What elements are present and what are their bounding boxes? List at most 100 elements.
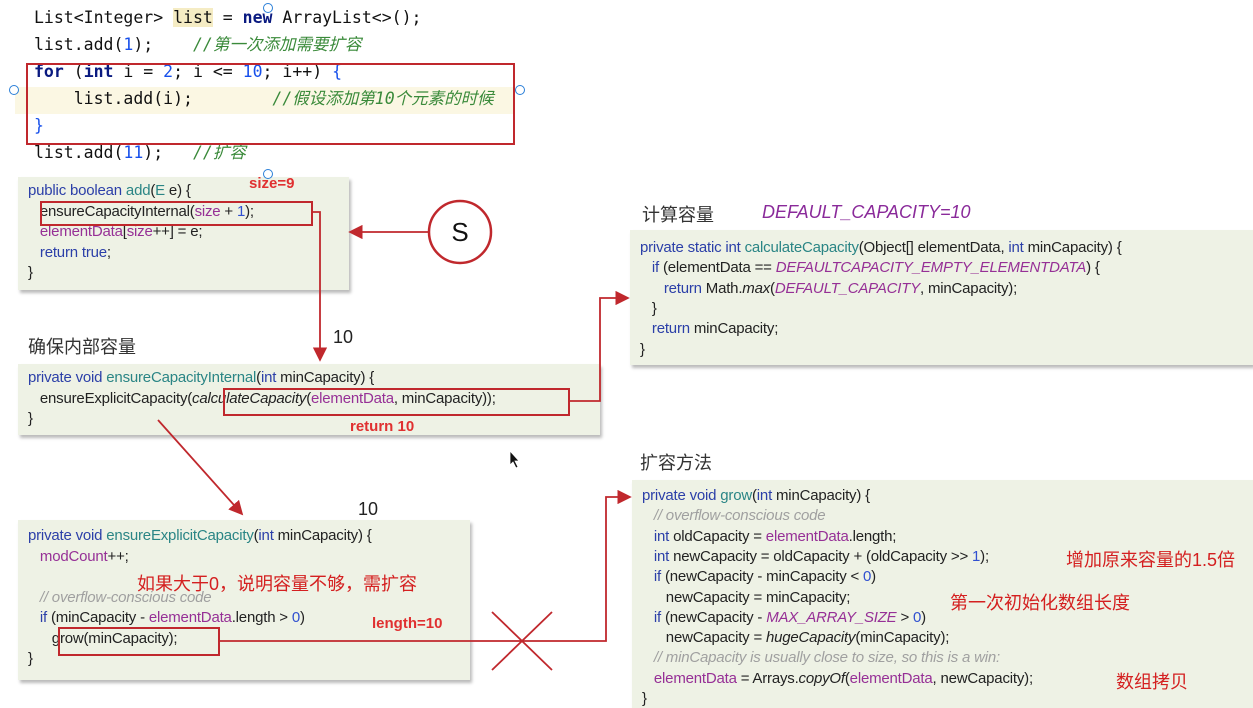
- code-token: );: [245, 202, 254, 220]
- code-token: private void: [642, 487, 721, 504]
- code-token: grow: [720, 487, 752, 504]
- code-token: ensureCapacityInternal(: [28, 202, 195, 220]
- code-line: }: [28, 410, 33, 428]
- calculate-capacity-box: private static int calculateCapacity(Obj…: [630, 230, 1253, 365]
- code-token: (: [770, 279, 775, 297]
- code-token: (elementData ==: [659, 259, 776, 277]
- grow-note-1: 增加原来容量的1.5倍: [1066, 550, 1236, 570]
- code-line: if (elementData == DEFAULTCAPACITY_EMPTY…: [640, 259, 1100, 277]
- code-token: newCapacity = oldCapacity + (oldCapacity…: [669, 547, 972, 565]
- code-token: (newCapacity -: [661, 608, 767, 626]
- code-token: (: [256, 369, 261, 386]
- selection-handle[interactable]: [263, 3, 273, 13]
- code-token: newCapacity =: [642, 629, 766, 647]
- code-token: =: [212, 8, 243, 27]
- selection-handle[interactable]: [263, 169, 273, 179]
- code-token: hugeCapacity: [765, 629, 856, 647]
- code-token: private void: [28, 527, 107, 544]
- ensure-internal-heading: 确保内部容量: [28, 337, 136, 357]
- code-line: public boolean add(E e) {: [28, 182, 191, 200]
- code-line: private void ensureCapacityInternal(int …: [28, 369, 374, 387]
- code-token: calculateCapacity: [192, 389, 307, 407]
- arrow-value-1: 10: [333, 327, 354, 347]
- code-token: );: [980, 547, 989, 565]
- code-token: if: [653, 568, 662, 586]
- ensure-call-highlight: [40, 201, 313, 226]
- code-line: if (newCapacity - MAX_ARRAY_SIZE > 0): [642, 609, 926, 627]
- code-token: list: [173, 8, 213, 27]
- code-token: (: [306, 389, 312, 407]
- code-token: (newCapacity - minCapacity <: [661, 568, 864, 586]
- selection-handle[interactable]: [9, 85, 19, 95]
- code-token: 11: [123, 143, 144, 162]
- code-token: copyOf: [798, 669, 846, 687]
- code-token: );: [133, 35, 193, 54]
- code-token: list.add(i);: [34, 89, 273, 108]
- code-token: ArrayList<>();: [272, 8, 422, 27]
- code-line: newCapacity = hugeCapacity(minCapacity);: [642, 629, 950, 647]
- code-token: elementData: [39, 223, 123, 240]
- calculate-heading: 计算容量: [642, 205, 714, 225]
- code-line: private static int calculateCapacity(Obj…: [640, 239, 1122, 257]
- code-token: ++] = e;: [152, 223, 203, 240]
- code-token: int: [260, 369, 277, 386]
- code-token: elementData: [653, 669, 737, 687]
- code-token: 0: [863, 568, 872, 586]
- grow-note-3: 数组拷贝: [1116, 672, 1188, 692]
- grow-note-2: 第一次初始化数组长度: [950, 593, 1130, 613]
- code-token: grow(minCapacity);: [28, 629, 178, 647]
- code-token: int: [653, 547, 670, 565]
- code-line: if (newCapacity - minCapacity < 0): [642, 568, 876, 586]
- code-token: int: [653, 527, 670, 545]
- code-token: 2: [163, 62, 174, 81]
- code-token: 10: [242, 62, 263, 81]
- code-token: ): [871, 568, 876, 586]
- code-token: minCapacity) {: [772, 487, 870, 504]
- code-token: }: [28, 650, 33, 667]
- code-token: }: [640, 340, 645, 358]
- code-token: E: [155, 182, 165, 199]
- code-token: private void: [28, 369, 107, 386]
- code-token: );: [143, 143, 193, 162]
- code-token: (Object[] elementData,: [858, 239, 1009, 256]
- for-loop-highlight-box: [26, 63, 515, 145]
- code-line: return minCapacity;: [640, 320, 778, 338]
- code-token: , newCapacity);: [932, 669, 1034, 687]
- ide-code-line: list.add(i); //假设添加第10个元素的时候: [34, 89, 494, 109]
- code-token: (: [752, 487, 757, 504]
- code-token: (: [150, 182, 156, 199]
- code-token: calculateCapacity: [744, 239, 859, 256]
- s-circle: [427, 199, 493, 265]
- default-capacity-note: DEFAULT_CAPACITY=10: [762, 202, 971, 222]
- add-method-box: public boolean add(E e) { ensureCapacity…: [18, 177, 349, 290]
- code-token: for: [34, 62, 64, 81]
- selection-handle[interactable]: [515, 85, 525, 95]
- code-token: private static int: [640, 239, 745, 256]
- ide-code-line: list.add(11); //扩容: [34, 143, 246, 163]
- code-token: 1: [972, 547, 981, 565]
- arrow-explicit-to-grow: [218, 489, 632, 642]
- s-circle-label: S: [451, 217, 468, 247]
- code-token: return: [663, 279, 702, 297]
- code-line: }: [28, 264, 33, 282]
- code-token: ): [300, 609, 305, 626]
- code-token: size: [194, 202, 221, 220]
- code-token: [: [122, 223, 127, 240]
- code-token: (: [253, 527, 259, 544]
- size-note: size=9: [249, 175, 295, 192]
- ensure-explicit-box: private void ensureExplicitCapacity(int …: [18, 520, 470, 680]
- code-token: int: [83, 62, 114, 81]
- grow-heading: 扩容方法: [640, 453, 712, 473]
- code-token: (minCapacity);: [855, 629, 950, 647]
- code-token: elementData: [849, 669, 933, 687]
- code-line: return Math.max(DEFAULT_CAPACITY, minCap…: [640, 280, 1017, 298]
- code-token: 0: [291, 609, 300, 626]
- code-token: size: [126, 223, 153, 240]
- code-token: ): [921, 608, 926, 626]
- code-line: int newCapacity = oldCapacity + (oldCapa…: [642, 548, 989, 566]
- code-token: elementData: [148, 609, 232, 626]
- code-line: if (minCapacity - elementData.length > 0…: [28, 609, 305, 627]
- code-token: }: [28, 410, 33, 427]
- code-token: elementData: [311, 389, 394, 407]
- arrow-internal-to-calculate: [568, 290, 630, 402]
